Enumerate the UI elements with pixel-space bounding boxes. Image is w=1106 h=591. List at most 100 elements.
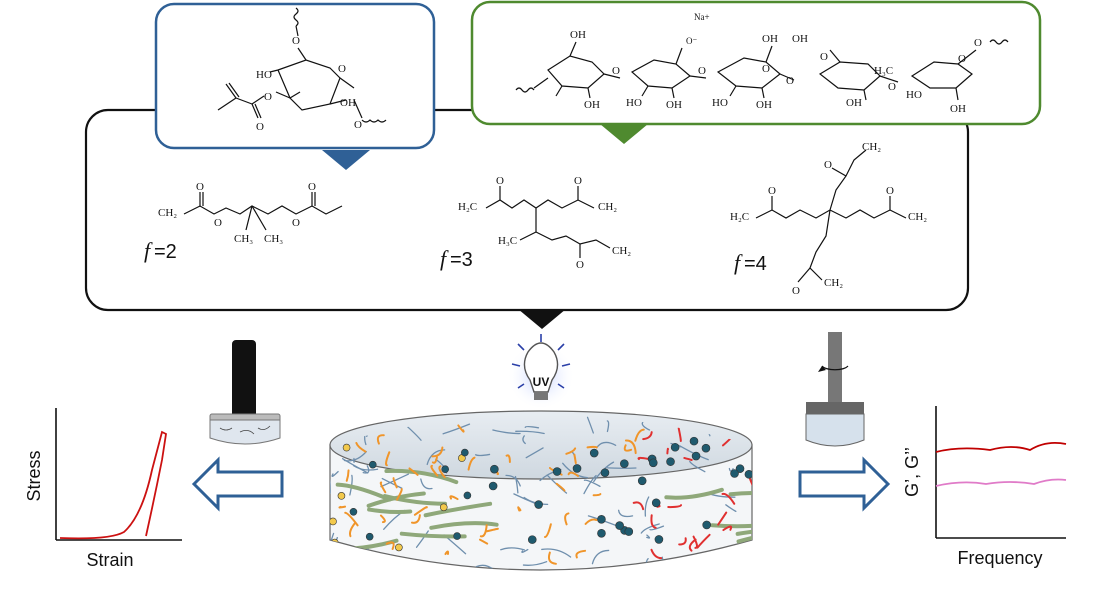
network-node <box>702 520 711 530</box>
network-crosslinker <box>438 465 446 479</box>
network-strand <box>649 525 665 531</box>
polysaccharide-chain-structure: OH Na+ O O⁻ OH O HO OH O OH HO OH OH O O… <box>515 12 1009 115</box>
network-node <box>534 500 543 509</box>
network-crosslinker <box>634 428 645 442</box>
chain-label-2: O <box>612 65 620 77</box>
network-crosslinker <box>355 441 367 453</box>
network-node <box>648 458 658 468</box>
network-crosslinker <box>485 527 499 533</box>
network-crosslinker <box>592 493 602 497</box>
f3-label-0: H₂C <box>458 201 477 213</box>
svg-text:O: O <box>308 181 316 193</box>
network-node <box>701 443 711 453</box>
network-node <box>735 464 745 473</box>
network-crosslinker <box>642 431 653 441</box>
chain-label-14: OH <box>846 97 862 109</box>
network-strand <box>524 425 540 429</box>
storage-modulus-curve <box>935 441 1067 453</box>
chain-label-12: OH <box>792 33 808 45</box>
f3-label-3: CH₂ <box>612 245 631 257</box>
network-node <box>365 532 374 541</box>
network-strand <box>617 509 634 518</box>
network-crosslinker <box>722 525 733 532</box>
chain-label-15: O <box>888 81 896 93</box>
network-strand <box>586 416 594 434</box>
network-node <box>395 543 403 552</box>
network-crosslinker <box>345 469 350 482</box>
network-crosslinker <box>505 454 511 464</box>
network-node <box>349 507 358 516</box>
network-strand <box>583 474 597 495</box>
svg-text:O: O <box>768 185 776 197</box>
f4-label-0: CH₂ <box>862 141 881 153</box>
green-pointer <box>600 124 648 144</box>
network-crosslinker <box>410 514 421 524</box>
network-node <box>490 464 499 474</box>
network-strand <box>696 561 705 570</box>
f3-symbol: f <box>440 246 449 271</box>
network-crosslinker <box>632 501 645 511</box>
crosslinker-f2: O O O O CH₂ CH₃ CH₃ f =2 <box>144 181 343 263</box>
network-crosslinker <box>721 492 736 505</box>
network-strand <box>347 558 365 570</box>
network-crosslinker <box>696 533 711 549</box>
network-crosslinker <box>431 446 444 458</box>
sugar-l-label-5: O <box>256 121 264 133</box>
svg-text:O: O <box>292 217 300 229</box>
network-strand <box>541 548 572 558</box>
network-crosslinker <box>431 456 438 464</box>
network-crosslinker <box>376 434 385 445</box>
f4-label-3: CH₂ <box>824 277 843 289</box>
network-strand <box>644 496 650 517</box>
network-crosslinker <box>637 456 649 461</box>
network-crosslinker <box>385 541 395 551</box>
network-strand <box>349 474 353 496</box>
network-crosslinker <box>457 424 465 433</box>
chain-label-7: OH <box>666 99 682 111</box>
network-crosslinker <box>478 538 489 545</box>
network-crosslinker <box>379 481 387 494</box>
network-strand <box>525 447 544 459</box>
network-node <box>600 468 610 477</box>
chain-label-3: O⁻ <box>686 36 697 46</box>
network-crosslinker <box>348 522 356 538</box>
network-crosslinker <box>449 495 459 501</box>
network-crosslinker <box>555 482 566 492</box>
network-crosslinker <box>379 514 386 524</box>
svg-text:O: O <box>196 181 204 193</box>
strain-axis-label: Strain <box>86 550 133 570</box>
network-crosslinker <box>650 548 663 560</box>
network-strand <box>500 547 525 551</box>
f2-label-0: CH₂ <box>158 207 177 219</box>
network-node <box>337 492 346 500</box>
network-polysaccharide <box>664 487 724 500</box>
network-node <box>637 476 647 486</box>
right-arrow-icon <box>798 456 891 512</box>
network-node <box>453 532 461 540</box>
network-node <box>461 448 469 457</box>
network-strand <box>725 504 737 513</box>
sugar-l-label-3: O <box>338 63 346 75</box>
f3-label-1: CH₂ <box>598 201 617 213</box>
network-crosslinker <box>584 518 598 525</box>
f4-symbol: f <box>734 250 743 275</box>
uv-bulb-icon: UV <box>507 334 575 410</box>
network-node <box>666 457 675 466</box>
svg-text:O: O <box>792 285 800 297</box>
network-strand <box>522 435 526 445</box>
network-crosslinker <box>385 451 391 467</box>
network-node <box>597 515 606 524</box>
network-strand <box>591 549 610 565</box>
network-node <box>624 527 634 536</box>
network-strand <box>515 430 545 435</box>
network-node <box>439 503 448 512</box>
network-node <box>552 467 562 476</box>
crosslinker-f3: O O O H₂C CH₂ H₃C CH₂ f =3 <box>440 175 631 271</box>
network-crosslinker <box>573 453 577 465</box>
chain-label-5: O <box>762 63 770 75</box>
network-strand <box>492 429 521 435</box>
network-crosslinker <box>338 505 347 509</box>
methacrylated-dextran-box <box>154 2 436 150</box>
network-strand <box>583 479 601 488</box>
frequency-axis-label: Frequency <box>957 548 1042 568</box>
